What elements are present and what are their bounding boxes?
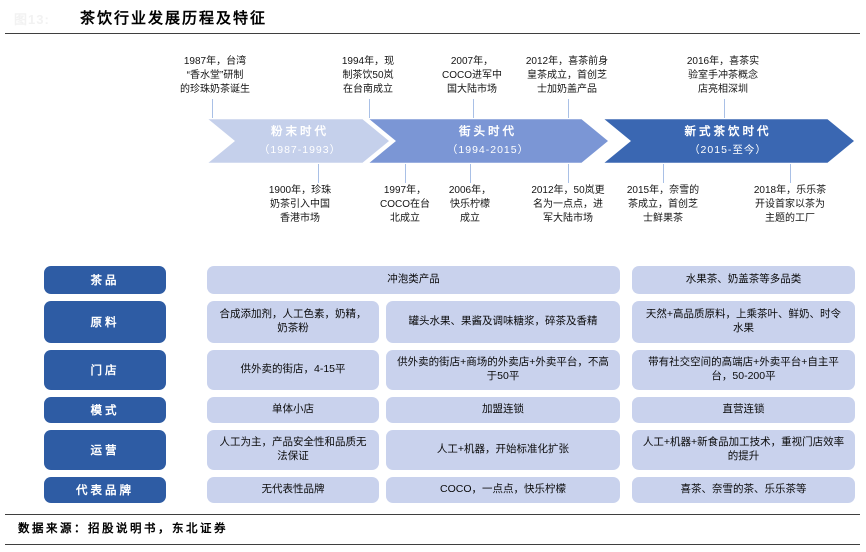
era-arrow-street — [364, 118, 612, 164]
timeline-annotation-top: 2012年，喜茶前身 皇茶成立，首创芝 士加奶盖产品 — [525, 56, 609, 95]
timeline-annotation-top: 1994年，现 制茶饮50岚 在台南成立 — [341, 56, 395, 95]
table-cell: COCO，一点点，快乐柠檬 — [386, 477, 620, 503]
era-period: （1987-1993） — [258, 144, 342, 156]
connector-line — [470, 164, 471, 183]
timeline-annotation-bottom: 1900年，珍珠 奶茶引入中国 香港市场 — [268, 185, 332, 224]
era-name: 街头时代 — [459, 126, 517, 138]
connector-line — [369, 99, 370, 118]
row-label-tea-product: 茶品 — [44, 266, 166, 294]
table-cell: 人工+机器，开始标准化扩张 — [386, 430, 620, 470]
timeline-annotation-top: 1987年，台湾 “香水堂”研制 的珍珠奶茶诞生 — [180, 56, 250, 95]
table-cell: 喜茶、奈雪的茶、乐乐茶等 — [632, 477, 855, 503]
row-label-ingredients: 原料 — [44, 301, 166, 343]
timeline-arrows — [203, 118, 858, 164]
table-cell: 供外卖的街店，4-15平 — [207, 350, 379, 390]
timeline-annotation-bottom: 2012年，50岚更 名为一点点，进 军大陆市场 — [531, 185, 605, 224]
table-cell: 罐头水果、果酱及调味糖浆，碎茶及香精 — [386, 301, 620, 343]
table-cell: 天然+高品质原料，上乘茶叶、鲜奶、时令水果 — [632, 301, 855, 343]
footer-divider-top — [5, 514, 860, 515]
era-label-new-style: 新式茶饮时代 （2015-至今） — [650, 123, 806, 159]
table-cell: 合成添加剂，人工色素，奶精，奶茶粉 — [207, 301, 379, 343]
table-cell: 带有社交空间的高端店+外卖平台+自主平台，50-200平 — [632, 350, 855, 390]
table-cell: 加盟连锁 — [386, 397, 620, 423]
row-label-representative-brands: 代表品牌 — [44, 477, 166, 503]
timeline-annotation-top: 2007年， COCO进军中 国大陆市场 — [442, 56, 502, 95]
table-cell: 无代表性品牌 — [207, 477, 379, 503]
timeline-annotation-bottom: 2018年，乐乐茶 开设首家以茶为 主题的工厂 — [753, 185, 827, 224]
table-cell: 人工+机器+新食品加工技术，重视门店效率的提升 — [632, 430, 855, 470]
era-period: （1994-2015） — [446, 144, 530, 156]
row-label-operations: 运营 — [44, 430, 166, 470]
title-divider — [5, 33, 860, 34]
table-cell: 冲泡类产品 — [207, 266, 620, 294]
era-arrow-powder — [203, 118, 393, 164]
era-label-powder: 粉末时代 （1987-1993） — [222, 123, 378, 159]
footer-divider-bottom — [5, 544, 860, 545]
table-cell: 单体小店 — [207, 397, 379, 423]
data-source-note: 数据来源：招股说明书，东北证券 — [18, 523, 228, 535]
era-name: 粉末时代 — [271, 126, 329, 138]
era-label-street: 街头时代 （1994-2015） — [410, 123, 566, 159]
page-title: 茶饮行业发展历程及特征 — [80, 10, 268, 27]
timeline-annotation-top: 2016年，喜茶实 验室手冲茶概念 店亮相深圳 — [686, 56, 760, 95]
table-cell: 人工为主，产品安全性和品质无法保证 — [207, 430, 379, 470]
row-label-stores: 门店 — [44, 350, 166, 390]
figure-number-label: 图13: — [14, 12, 50, 27]
timeline-annotation-bottom: 1997年， COCO在台 北成立 — [380, 185, 430, 224]
era-comparison-table: 茶品 冲泡类产品 水果茶、奶盖茶等多品类 原料 合成添加剂，人工色素，奶精，奶茶… — [44, 266, 855, 503]
connector-line — [663, 164, 664, 183]
connector-line — [212, 99, 213, 118]
connector-line — [405, 164, 406, 183]
table-cell: 水果茶、奶盖茶等多品类 — [632, 266, 855, 294]
connector-line — [790, 164, 791, 183]
era-period: （2015-至今） — [689, 144, 767, 156]
connector-line — [568, 164, 569, 183]
timeline-annotation-bottom: 2006年， 快乐柠檬 成立 — [448, 185, 492, 224]
connector-line — [724, 99, 725, 118]
connector-line — [473, 99, 474, 118]
era-arrow-new-style — [599, 118, 858, 164]
table-cell: 直营连锁 — [632, 397, 855, 423]
table-cell: 供外卖的街店+商场的外卖店+外卖平台，不高于50平 — [386, 350, 620, 390]
connector-line — [568, 99, 569, 118]
timeline-annotation-bottom: 2015年，奈雪的 茶成立，首创芝 士鲜果茶 — [626, 185, 700, 224]
row-label-model: 模式 — [44, 397, 166, 423]
era-name: 新式茶饮时代 — [684, 126, 772, 138]
connector-line — [318, 164, 319, 183]
